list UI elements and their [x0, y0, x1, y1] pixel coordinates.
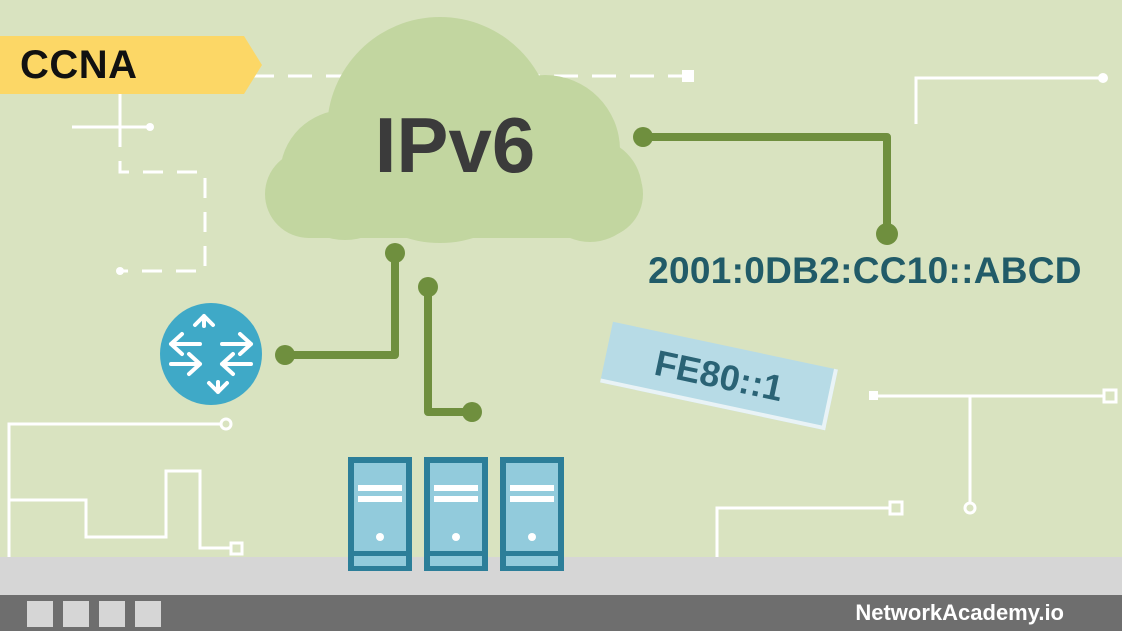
ccna-badge — [0, 36, 262, 94]
server-icon — [348, 557, 412, 571]
cloud-icon — [265, 17, 643, 243]
server-icon — [500, 457, 564, 571]
footer-bar — [0, 595, 1122, 631]
footer-square — [63, 601, 89, 627]
router-icon — [160, 303, 262, 405]
global-unicast-address: 2001:0DB2:CC10::ABCD — [648, 250, 1082, 291]
server-icon — [424, 457, 488, 571]
footer-square — [27, 601, 53, 627]
ccna-badge-label: CCNA — [20, 43, 138, 87]
server-icon — [424, 557, 488, 571]
footer-square — [135, 601, 161, 627]
connector-lines — [285, 133, 891, 416]
footer-squares — [27, 601, 161, 627]
connector-dots — [275, 127, 898, 422]
cloud-label: IPv6 — [374, 101, 536, 189]
server-icon — [348, 457, 412, 571]
server-icon — [500, 557, 564, 571]
circuit-traces — [7, 70, 1118, 557]
brand-name: NetworkAcademy.io — [855, 600, 1064, 625]
footer-square — [99, 601, 125, 627]
